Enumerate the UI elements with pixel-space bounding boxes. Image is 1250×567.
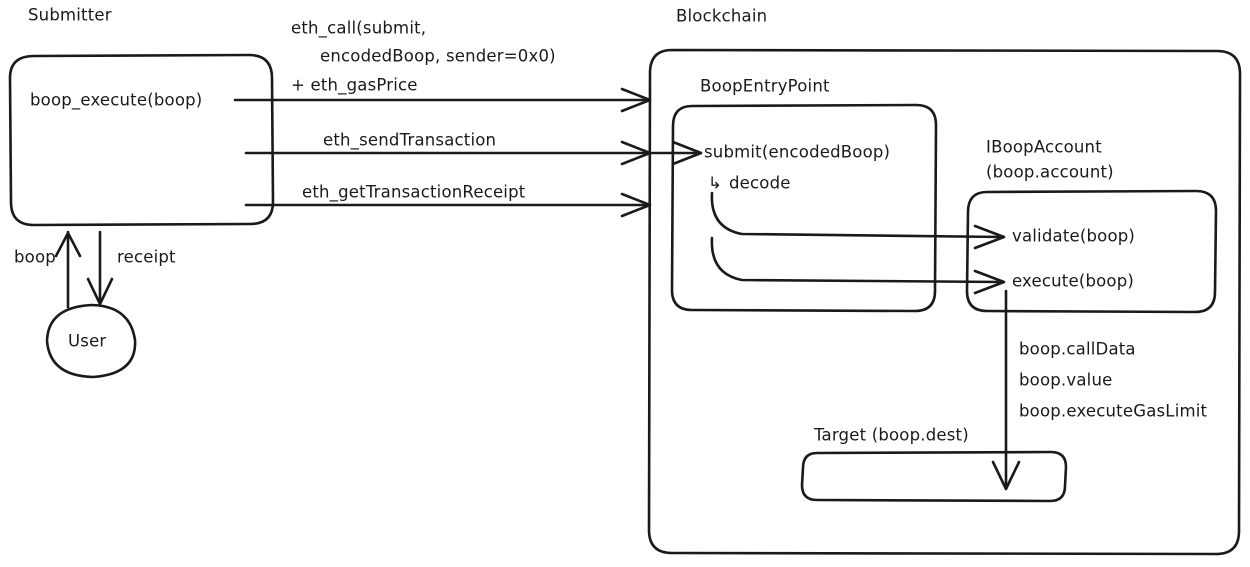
account-label-line1: IBoopAccount — [986, 138, 1102, 157]
edge-execute-target: boop.callData boop.value boop.executeGas… — [991, 289, 1208, 491]
account-label-line2: (boop.account) — [986, 163, 1114, 182]
submitter-label: Submitter — [28, 6, 112, 25]
submitter-group: Submitter boop_execute(boop) — [8, 6, 275, 227]
edge-execute-target-line3: boop.executeGasLimit — [1019, 402, 1208, 421]
entrypoint-label: BoopEntryPoint — [700, 77, 830, 96]
edge-decode-validate — [710, 191, 1006, 250]
edge-boop-label: boop — [14, 248, 56, 267]
target-label: Target (boop.dest) — [813, 426, 969, 445]
account-validate-label: validate(boop) — [1012, 227, 1135, 246]
edge-execute-target-line1: boop.callData — [1019, 340, 1136, 359]
account-execute-label: execute(boop) — [1012, 272, 1134, 291]
entrypoint-decode-label: decode — [729, 174, 791, 193]
entrypoint-group: BoopEntryPoint submit(encodedBoop) ↳ dec… — [670, 77, 938, 313]
blockchain-label: Blockchain — [676, 7, 767, 26]
edge-eth-call-line3: + eth_gasPrice — [291, 76, 418, 96]
edge-receipt-label: receipt — [117, 248, 176, 267]
entrypoint-submit-label: submit(encodedBoop) — [704, 143, 890, 162]
edge-execute-target-line2: boop.value — [1019, 371, 1112, 390]
blockchain-group: Blockchain — [647, 7, 1242, 556]
edge-receipt: receipt — [86, 230, 176, 306]
edge-eth-call-line1: eth_call(submit, — [291, 19, 426, 39]
edge-eth-gettransactionreceipt: eth_getTransactionReceipt — [244, 183, 652, 218]
edge-eth-gettransactionreceipt-label: eth_getTransactionReceipt — [302, 183, 526, 203]
account-box — [965, 189, 1218, 314]
entrypoint-box — [670, 103, 938, 313]
submitter-body-label: boop_execute(boop) — [30, 91, 202, 111]
edge-decode-execute — [710, 236, 1006, 295]
submitter-box — [8, 53, 275, 227]
blockchain-box — [647, 48, 1242, 556]
account-group: IBoopAccount (boop.account) validate(boo… — [965, 138, 1218, 314]
user-group: User — [45, 303, 137, 379]
target-group: Target (boop.dest) — [800, 426, 1068, 503]
edge-eth-sendtransaction-label: eth_sendTransaction — [323, 131, 496, 151]
decode-branch-icon: ↳ — [708, 174, 722, 193]
user-circle — [45, 303, 137, 379]
edge-boop: boop — [14, 230, 82, 309]
edge-eth-call-line2: encodedBoop, sender=0x0) — [320, 47, 556, 66]
target-box — [800, 450, 1068, 503]
edge-eth-call: eth_call(submit, encodedBoop, sender=0x0… — [233, 19, 652, 113]
edge-eth-sendtransaction: eth_sendTransaction — [244, 131, 703, 166]
user-label: User — [68, 332, 106, 351]
